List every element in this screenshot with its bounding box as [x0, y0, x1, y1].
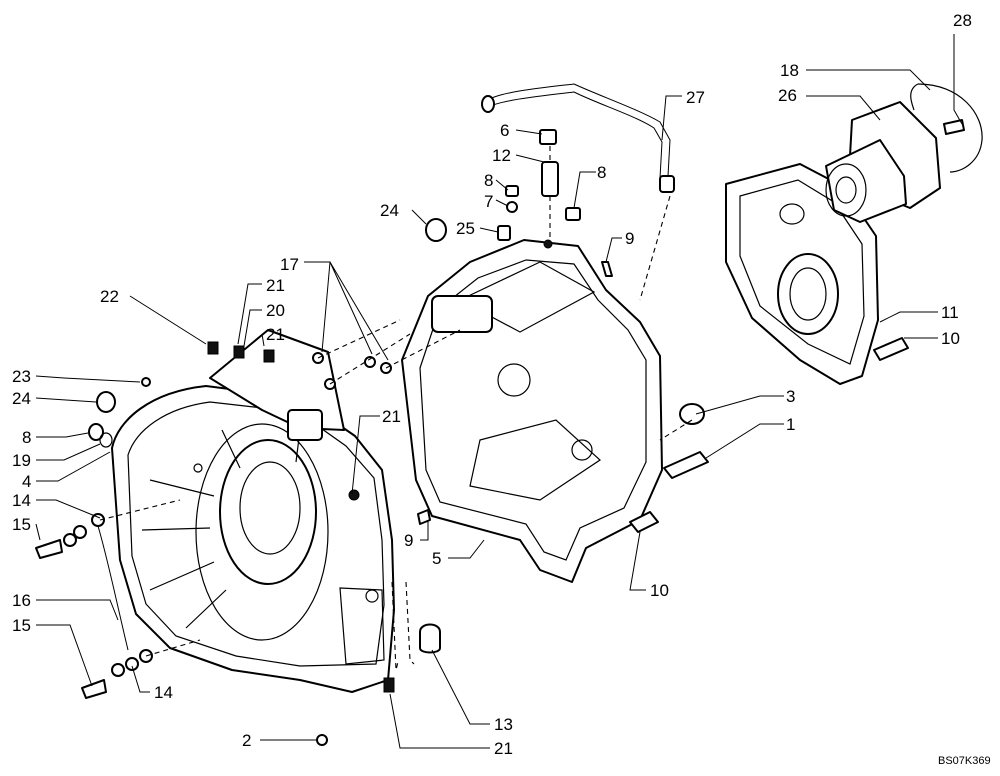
small-parts	[35, 129, 909, 746]
callout-1[interactable]: 1	[786, 415, 795, 434]
callout-17[interactable]: 17	[280, 255, 299, 274]
callout-5[interactable]: 5	[432, 549, 441, 568]
callout-11[interactable]: 11	[941, 303, 959, 322]
callout-18[interactable]: 18	[780, 61, 799, 80]
callout-14-a[interactable]: 14	[12, 491, 31, 510]
gearbox-case	[401, 239, 663, 583]
callout-labels: 28 18 26 27 6 12 8 8 7 24 25 9 17 22 21 …	[12, 11, 972, 758]
callout-21-b[interactable]: 21	[266, 325, 285, 344]
callout-2[interactable]: 2	[242, 731, 251, 750]
bell-housing	[111, 329, 395, 693]
callout-13[interactable]: 13	[494, 715, 513, 734]
callout-8-c[interactable]: 8	[22, 428, 31, 447]
callout-4[interactable]: 4	[22, 472, 31, 491]
callout-3[interactable]: 3	[786, 387, 795, 406]
leader-lines	[35, 34, 963, 749]
callout-25[interactable]: 25	[456, 219, 475, 238]
oil-pipe	[481, 83, 675, 193]
callout-8-a[interactable]: 8	[484, 171, 493, 190]
callout-9-a[interactable]: 9	[625, 229, 634, 248]
callout-20[interactable]: 20	[266, 301, 285, 320]
callout-9-b[interactable]: 9	[404, 531, 413, 550]
callout-15-b[interactable]: 15	[12, 616, 31, 635]
callout-12[interactable]: 12	[492, 146, 511, 165]
callout-21-d[interactable]: 21	[494, 739, 513, 758]
callout-28[interactable]: 28	[953, 11, 972, 30]
callout-24-b[interactable]: 24	[12, 389, 31, 408]
callout-6[interactable]: 6	[500, 121, 509, 140]
assembly-lines	[99, 146, 693, 671]
callout-15-a[interactable]: 15	[12, 515, 31, 534]
callout-10-a[interactable]: 10	[941, 329, 960, 348]
callout-8-b[interactable]: 8	[597, 163, 606, 182]
callout-22[interactable]: 22	[100, 287, 119, 306]
callout-27[interactable]: 27	[686, 88, 705, 107]
callout-21-c[interactable]: 21	[382, 407, 401, 426]
callout-21-a[interactable]: 21	[266, 276, 285, 295]
callout-19[interactable]: 19	[12, 451, 31, 470]
callout-16[interactable]: 16	[12, 591, 31, 610]
callout-23[interactable]: 23	[12, 367, 31, 386]
drawing-code: BS07K369	[938, 755, 991, 767]
callout-24-a[interactable]: 24	[380, 201, 399, 220]
callout-14-b[interactable]: 14	[154, 683, 173, 702]
callout-26[interactable]: 26	[778, 86, 797, 105]
callout-10-b[interactable]: 10	[650, 581, 669, 600]
pump-motor-assembly	[825, 83, 983, 223]
callout-7[interactable]: 7	[484, 192, 493, 211]
